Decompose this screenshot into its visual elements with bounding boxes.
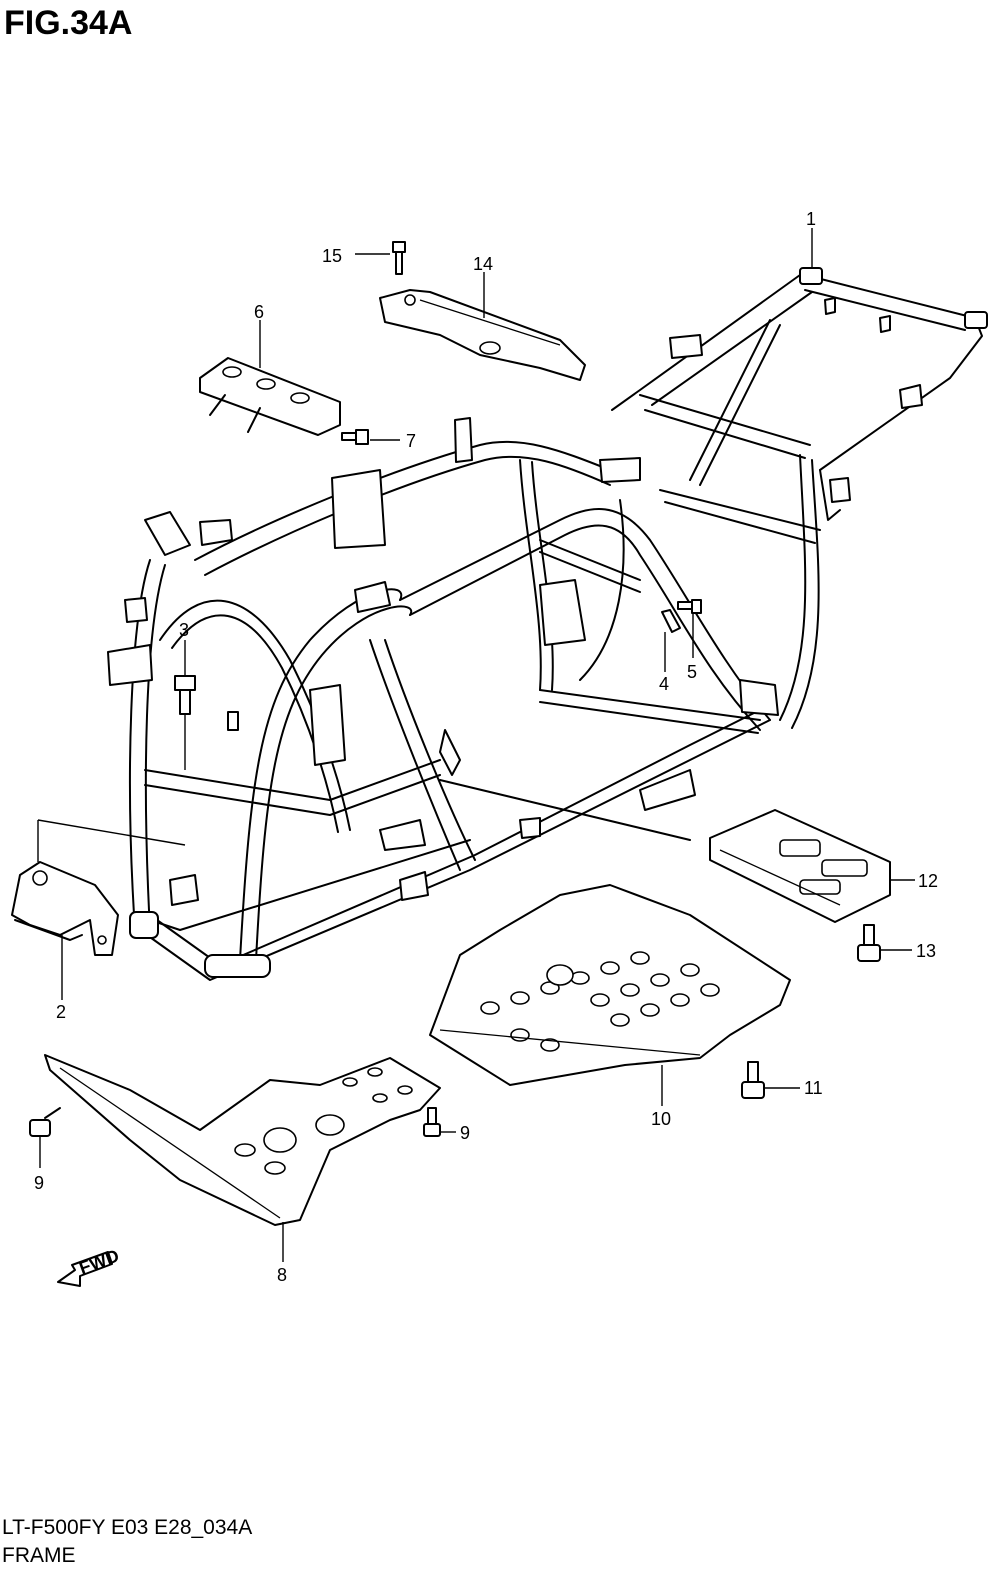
callout-7: 7 [406, 431, 416, 451]
skid-plate-part-10 [429, 884, 791, 1086]
footrest-part-8 [44, 1054, 441, 1226]
callout-labels: 1 15 14 6 7 3 4 5 12 13 2 11 10 9 9 8 [34, 209, 938, 1285]
bolt-part-9-right [423, 1107, 441, 1137]
callout-8: 8 [277, 1265, 287, 1285]
callout-6: 6 [254, 302, 264, 322]
callout-5: 5 [687, 662, 697, 682]
callout-10: 10 [651, 1109, 671, 1129]
bolt-part-11 [741, 1061, 765, 1099]
bolt-part-3 [174, 675, 196, 715]
fwd-label: FWD [76, 1245, 121, 1278]
callout-11: 11 [804, 1078, 823, 1098]
callout-15: 15 [322, 246, 342, 266]
bolt-part-7 [341, 429, 369, 445]
guard-part-12 [709, 809, 891, 923]
bolt-part-5 [677, 599, 702, 614]
callout-13: 13 [916, 941, 936, 961]
callout-9-left: 9 [34, 1173, 44, 1193]
callout-3: 3 [179, 620, 189, 640]
bracket-part-6 [199, 357, 341, 436]
callout-9-right: 9 [460, 1123, 470, 1143]
bracket-part-2 [11, 861, 119, 956]
bolt-part-13 [857, 924, 881, 962]
bolt-part-9-left [29, 1107, 61, 1137]
leader-lines [37, 228, 915, 1262]
callout-1: 1 [806, 209, 816, 229]
plate-part-4 [661, 609, 681, 633]
callout-14: 14 [473, 254, 493, 274]
callout-4: 4 [659, 674, 669, 694]
figure-title: FIG.34A [4, 4, 133, 42]
bolt-part-15 [392, 241, 406, 275]
model-code: LT-F500FY E03 E28_034A [2, 1516, 253, 1539]
section-name: FRAME [2, 1544, 76, 1567]
callout-12: 12 [918, 871, 938, 891]
callout-2: 2 [56, 1002, 66, 1022]
main-frame-part [107, 267, 988, 981]
bracket-part-14 [379, 289, 586, 381]
fwd-arrow: FWD [57, 1245, 122, 1287]
